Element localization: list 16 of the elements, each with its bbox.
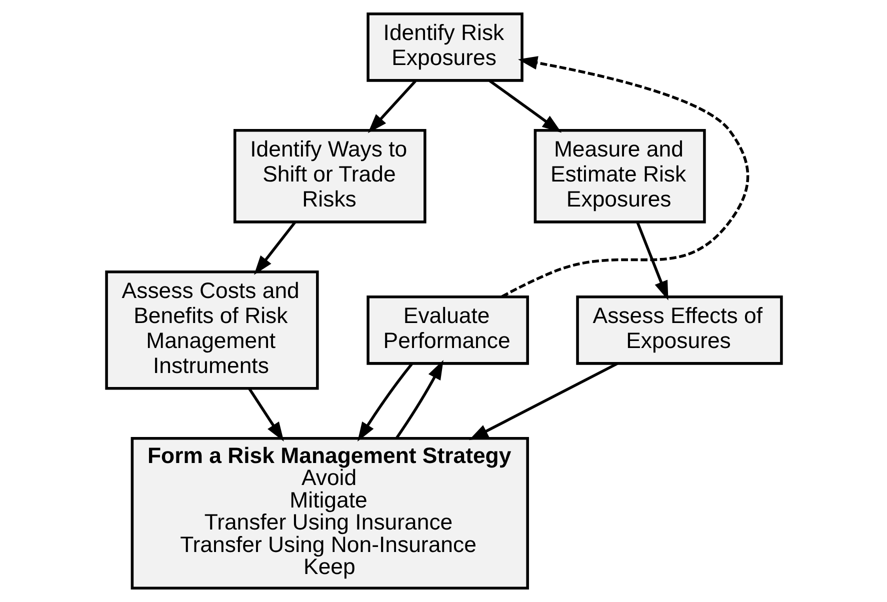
arrow [357,362,413,442]
arrow [468,362,618,440]
node-box: Measure and Estimate Risk Exposures [533,128,706,224]
arrow [395,360,443,439]
arrow [248,388,284,442]
node-box: Assess Effects of Exposures [576,295,782,365]
arrow [253,221,296,275]
node-box: Assess Costs and Benefits of Risk Management Instruments [104,270,318,390]
arrow [488,80,562,133]
arrow [636,222,668,300]
node-box: Evaluate Performance [366,295,528,365]
arrow [500,56,749,298]
arrow [367,80,416,134]
node-box: Form a Risk Management Strategy Avoid Mitigate Transfer Using Insurance Transfer Using Non-Insurance Keep [130,436,528,590]
node-box: Identify Risk Exposures [366,12,523,82]
node-box: Identify Ways to Shift or Trade Risks [232,128,426,224]
